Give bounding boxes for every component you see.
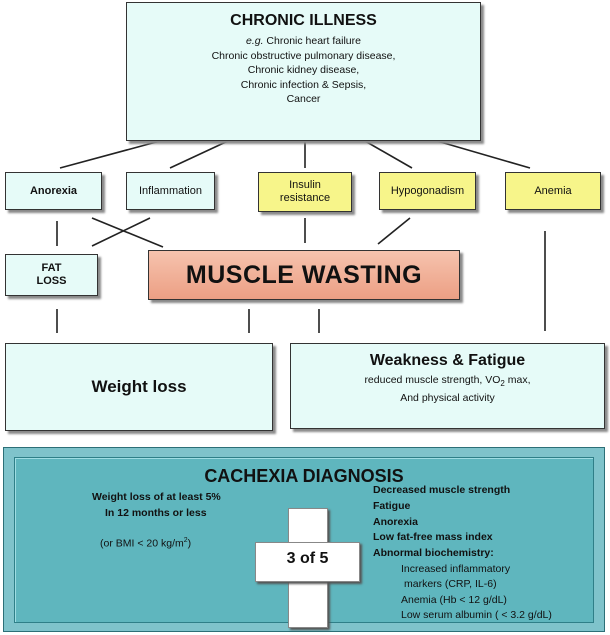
example-kidney: Chronic kidney disease, — [247, 64, 360, 76]
anemia-label: Anemia — [534, 184, 572, 197]
connector-chronic-hypogonadism — [364, 140, 413, 169]
bio-anemia: Anemia (Hb < 12 g/dL) — [401, 594, 507, 606]
connector-anorexia-muscle — [91, 217, 164, 248]
connector-chronic-anorexia — [59, 140, 161, 169]
criterion-anorexia: Anorexia — [373, 516, 418, 528]
weight-loss-criterion-line2: In 12 months or less — [105, 507, 207, 519]
criterion-fat-free-mass: Low fat-free mass index — [373, 531, 493, 543]
chronic-illness-box: CHRONIC ILLNESS e.g. Chronic heart failu… — [126, 2, 481, 141]
example-copd: Chronic obstructive pulmonary disease, — [211, 49, 396, 62]
weakness-fatigue-box: Weakness & Fatigue reduced muscle streng… — [290, 343, 605, 429]
chronic-illness-title: CHRONIC ILLNESS — [230, 12, 377, 29]
connector-hypogonadism-muscle — [377, 217, 411, 245]
muscle-wasting-box: MUSCLE WASTING — [148, 250, 460, 300]
example-infection: Chronic infection & Sepsis, — [240, 78, 367, 91]
criterion-fatigue: Fatigue — [373, 500, 411, 512]
chronic-illness-examples: e.g. Chronic heart failure Chronic obstr… — [127, 34, 480, 107]
insulin-label-line2: resistance — [279, 192, 331, 204]
anorexia-label: Anorexia — [29, 184, 78, 197]
vo2-subscript: 2 — [500, 379, 505, 389]
criterion-biochemistry: Abnormal biochemistry: — [373, 547, 494, 559]
inflammation-label: Inflammation — [139, 184, 202, 197]
connector-chronic-anemia — [436, 140, 531, 169]
weakness-sub2: And physical activity — [400, 392, 495, 405]
hypogonadism-box: Hypogonadism — [379, 172, 476, 210]
cachexia-diagnosis-title: CACHEXIA DIAGNOSIS — [204, 466, 404, 486]
criterion-muscle-strength: Decreased muscle strength — [373, 484, 511, 496]
anemia-box: Anemia — [505, 172, 601, 210]
muscle-wasting-label: MUSCLE WASTING — [185, 260, 423, 289]
weight-loss-box: Weight loss — [5, 343, 273, 431]
weakness-sub1-pre: reduced muscle strength, VO — [364, 374, 501, 386]
bio-inflammatory-line1: Increased inflammatory — [401, 563, 511, 575]
bio-inflammatory-line2: markers (CRP, IL-6) — [404, 578, 497, 590]
bmi-superscript: 2 — [183, 537, 188, 544]
connector-chronic-inflammation — [169, 140, 229, 169]
bmi-criterion: (or BMI < 20 kg/m2) — [100, 533, 191, 552]
weight-loss-label: Weight loss — [91, 377, 187, 396]
fat-loss-box: FAT LOSS — [5, 254, 98, 296]
insulin-label-line1: Insulin — [289, 179, 321, 191]
weight-loss-criterion-line1: Weight loss of at least 5% — [92, 491, 221, 503]
weakness-fatigue-details: reduced muscle strength, VO2 max, And ph… — [291, 373, 604, 406]
insulin-resistance-box: Insulin resistance — [258, 172, 352, 212]
fat-loss-line1: FAT — [41, 262, 62, 274]
hypogonadism-label: Hypogonadism — [390, 184, 465, 197]
three-of-five-label: 3 of 5 — [286, 550, 329, 567]
weakness-sub1-post: max, — [504, 374, 531, 386]
bmi-post: ) — [187, 537, 192, 550]
cross-center — [289, 543, 327, 581]
example-heart-failure: Chronic heart failure — [263, 35, 361, 47]
eg-label: e.g. — [246, 35, 264, 47]
connector-inflammation-fatloss — [91, 217, 151, 247]
example-cancer: Cancer — [286, 93, 321, 105]
anorexia-box: Anorexia — [5, 172, 102, 210]
weakness-fatigue-title: Weakness & Fatigue — [369, 352, 526, 369]
inflammation-box: Inflammation — [126, 172, 215, 210]
bmi-pre: (or BMI < 20 kg/m — [100, 537, 184, 550]
bio-albumin: Low serum albumin ( < 3.2 g/dL) — [401, 609, 552, 621]
fat-loss-line2: LOSS — [36, 275, 67, 287]
